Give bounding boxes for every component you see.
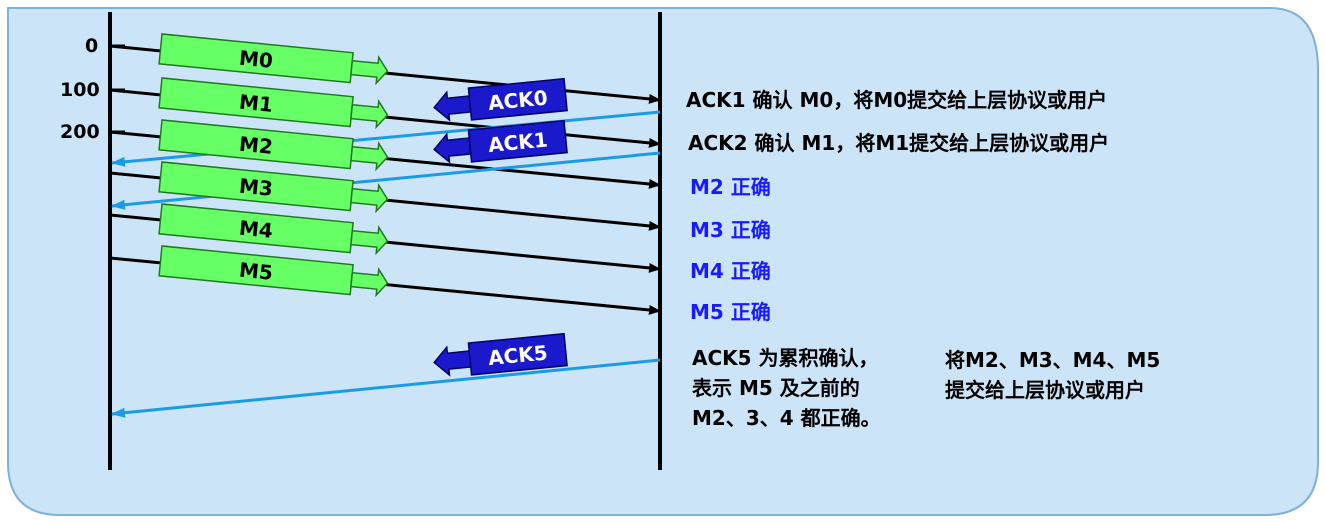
packet-m1: M1 bbox=[158, 77, 389, 130]
ack1-note: ACK1 确认 M0，将M0提交给上层协议或用户 bbox=[686, 88, 1108, 112]
tick-label-200: 200 bbox=[60, 121, 100, 143]
packet-m2: M2 bbox=[158, 119, 389, 172]
packet-m0: M0 bbox=[158, 33, 389, 86]
ack2-note: ACK2 确认 M1，将M1提交给上层协议或用户 bbox=[688, 131, 1110, 155]
ack5-note-line2: 表示 M5 及之前的 bbox=[692, 376, 860, 400]
packet-label: M4 bbox=[238, 216, 274, 243]
packet-m5: M5 bbox=[158, 245, 389, 298]
deliver-note-line2: 提交给上层协议或用户 bbox=[945, 378, 1145, 402]
packet-label: M3 bbox=[238, 174, 274, 201]
m5-status: M5 正确 bbox=[690, 300, 771, 324]
packet-label: M2 bbox=[238, 132, 274, 159]
ack-block-5: ACK5 bbox=[433, 332, 568, 377]
m2-status: M2 正确 bbox=[690, 175, 771, 199]
packet-label: M1 bbox=[238, 90, 274, 117]
ack-label: ACK1 bbox=[487, 127, 549, 157]
packet-m4: M4 bbox=[158, 203, 389, 256]
ack5-note-line1: ACK5 为累积确认， bbox=[692, 346, 879, 370]
ack5-note-line3: M2、3、4 都正确。 bbox=[692, 406, 881, 430]
tick-label-100: 100 bbox=[60, 79, 100, 101]
ack-line-5 bbox=[111, 358, 661, 418]
ack-block-1: ACK1 bbox=[433, 119, 568, 164]
packet-label: M0 bbox=[238, 46, 274, 73]
m4-status: M4 正确 bbox=[690, 259, 771, 283]
ack-label: ACK0 bbox=[487, 85, 549, 115]
ack-block-0: ACK0 bbox=[433, 77, 568, 122]
ack-line-1 bbox=[111, 151, 661, 210]
packet-m3: M3 bbox=[158, 161, 389, 214]
ack-label: ACK5 bbox=[487, 340, 549, 370]
deliver-note-line1: 将M2、M3、M4、M5 bbox=[945, 348, 1161, 372]
background-panel bbox=[7, 7, 1319, 516]
m3-status: M3 正确 bbox=[690, 218, 771, 242]
packet-label: M5 bbox=[238, 258, 274, 285]
tick-label-0: 0 bbox=[85, 35, 99, 57]
